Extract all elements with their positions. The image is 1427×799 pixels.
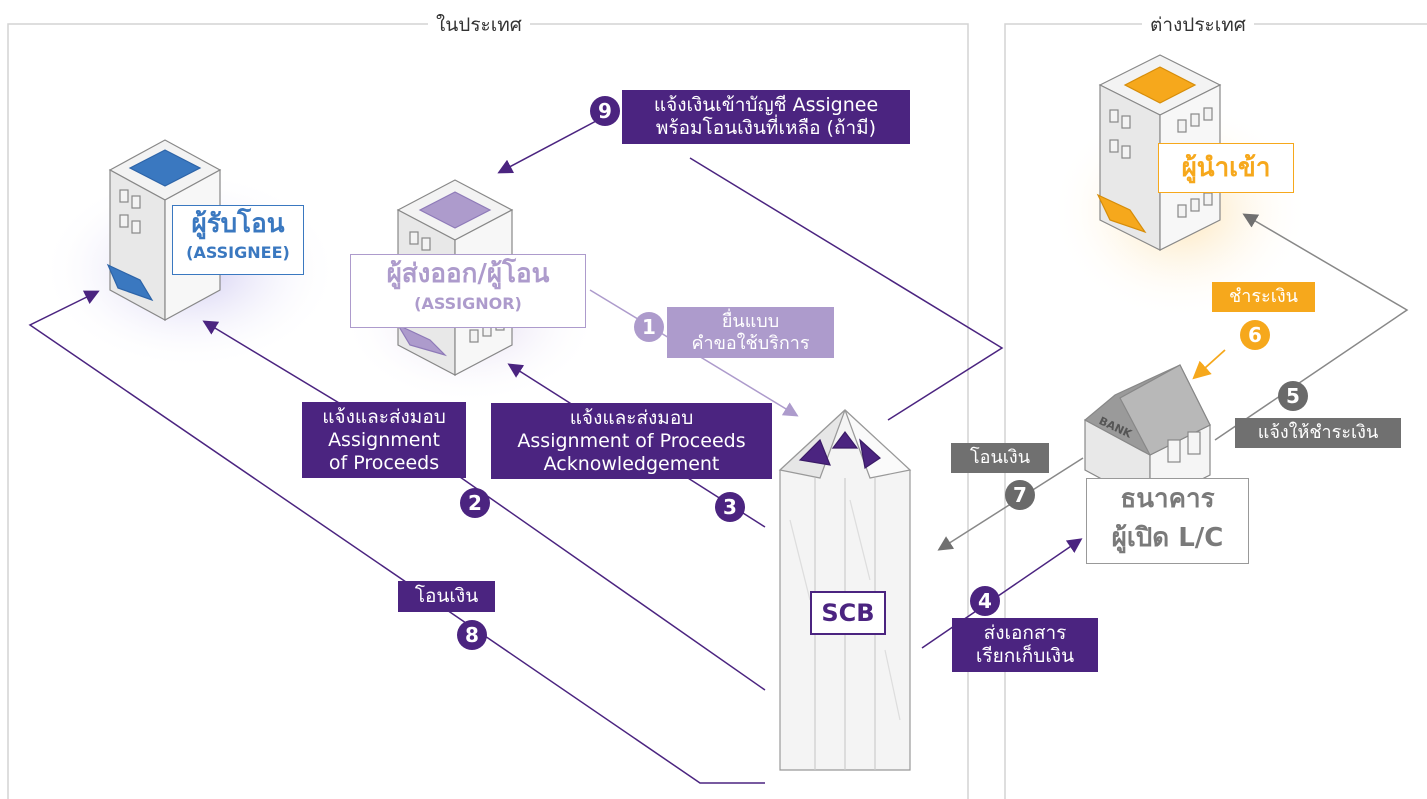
step-3-line1: แจ้งและส่งมอบ [569, 407, 694, 429]
step-6-label: ชำระเงิน [1212, 282, 1315, 312]
step-8-badge: 8 [457, 620, 487, 650]
step-7-label: โอนเงิน [951, 443, 1049, 473]
step-1-line1: ยื่นแบบ [721, 311, 780, 332]
step-9-badge: 9 [590, 96, 620, 126]
assignor-name: ผู้ส่งออก/ผู้โอน [386, 259, 550, 289]
step-2-line2: Assignment [328, 428, 440, 451]
assignee-name: ผู้รับโอน [191, 209, 285, 239]
bank-name-line1: ธนาคาร [1120, 484, 1215, 514]
step-9-line2: พร้อมโอนเงินที่เหลือ (ถ้ามี) [655, 116, 877, 139]
step-7-badge: 7 [1005, 480, 1035, 510]
step-2-badge: 2 [460, 488, 490, 518]
importer-label: ผู้นำเข้า [1158, 143, 1294, 193]
bank-building [1083, 364, 1211, 507]
arrow-step-4 [921, 538, 1083, 649]
step-4-label: ส่งเอกสาร เรียกเก็บเงิน [952, 618, 1098, 672]
step-4-line2: เรียกเก็บเงิน [975, 644, 1075, 667]
step-1-badge: 1 [634, 312, 664, 342]
bank-name-line2: ผู้เปิด L/C [1111, 523, 1224, 553]
assignee-label: ผู้รับโอน (ASSIGNEE) [172, 205, 304, 275]
step-9-label: แจ้งเงินเข้าบัญชี Assignee พร้อมโอนเงินท… [622, 90, 910, 144]
arrow-step-6 [1192, 349, 1226, 380]
step-1-label: ยื่นแบบ คำขอใช้บริการ [667, 307, 834, 359]
step-6-badge: 6 [1240, 320, 1270, 350]
assignee-sub: (ASSIGNEE) [186, 243, 290, 262]
step-4-line1: ส่งเอกสาร [983, 622, 1067, 644]
step-3-line3: Acknowledgement [543, 452, 720, 475]
importer-name: ผู้นำเข้า [1181, 153, 1271, 183]
step-4-badge: 4 [970, 586, 1000, 616]
step-3-label: แจ้งและส่งมอบ Assignment of Proceeds Ack… [491, 403, 772, 480]
assignor-building [396, 179, 514, 376]
step-8-label: โอนเงิน [398, 581, 495, 612]
step-1-line2: คำขอใช้บริการ [691, 332, 810, 354]
step-3-line2: Assignment of Proceeds [517, 429, 746, 452]
domestic-region-title: ในประเทศ [428, 10, 530, 40]
scb-tower [778, 409, 912, 771]
foreign-region-title: ต่างประเทศ [1142, 10, 1254, 40]
step-2-line3: of Proceeds [328, 451, 440, 474]
arrow-step-8 [28, 290, 765, 784]
arrow-step-9 [689, 157, 1004, 421]
step-2-label: แจ้งและส่งมอบ Assignment of Proceeds [302, 402, 466, 479]
arrow-step-9-tail [497, 119, 599, 174]
bank-label: ธนาคาร ผู้เปิด L/C [1086, 478, 1249, 564]
assignor-sub: (ASSIGNOR) [414, 294, 522, 313]
importer-building [1096, 54, 1222, 251]
assignor-label: ผู้ส่งออก/ผู้โอน (ASSIGNOR) [350, 254, 586, 328]
step-2-line1: แจ้งและส่งมอบ [322, 406, 446, 428]
step-5-badge: 5 [1278, 381, 1308, 411]
scb-label: SCB [810, 591, 886, 635]
step-5-label: แจ้งให้ชำระเงิน [1235, 418, 1401, 448]
step-3-badge: 3 [715, 492, 745, 522]
step-9-line1: แจ้งเงินเข้าบัญชี Assignee [653, 94, 879, 116]
